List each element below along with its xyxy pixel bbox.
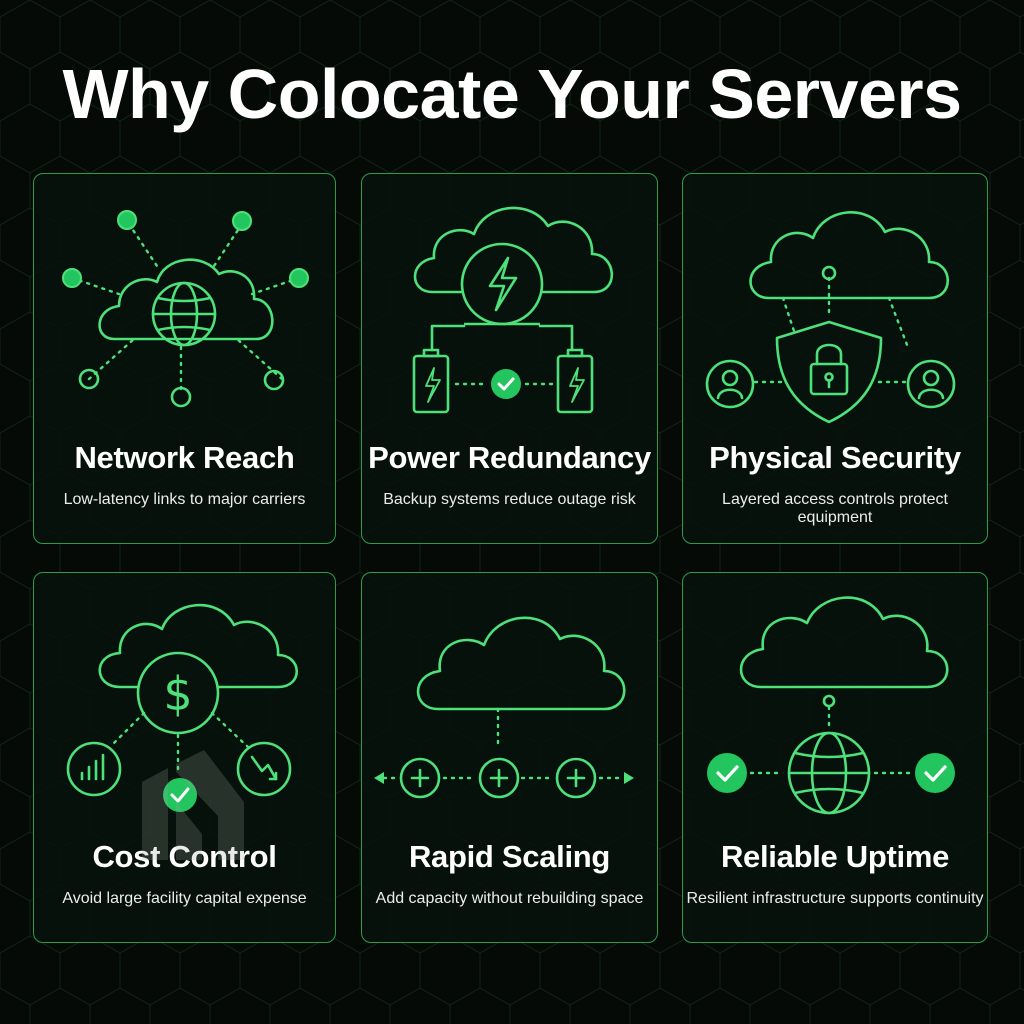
cloud-power-battery-icon xyxy=(412,206,614,414)
card-description: Add capacity without rebuilding space xyxy=(375,890,644,907)
card-network-reach: Network Reach Low-latency links to major… xyxy=(33,173,336,544)
arrow-left-icon xyxy=(374,772,384,784)
card-title: Power Redundancy xyxy=(368,440,651,475)
cloud-scaling-plus-icon xyxy=(374,616,634,799)
cloud-network-globe-icon xyxy=(62,210,309,408)
arrow-right-icon xyxy=(624,772,634,784)
card-title: Network Reach xyxy=(74,440,295,475)
card-reliable-uptime: Reliable Uptime Resilient infrastructure… xyxy=(682,572,988,943)
card-description: Resilient infrastructure supports contin… xyxy=(686,890,984,907)
card-title: Reliable Uptime xyxy=(720,839,950,874)
cloud-shield-lock-icon xyxy=(705,210,956,424)
page-title: Why Colocate Your Servers xyxy=(62,55,962,133)
card-title: Cost Control xyxy=(92,839,276,874)
dollar-sign-icon: $ xyxy=(163,667,192,721)
card-title: Rapid Scaling xyxy=(408,839,611,874)
card-title: Physical Security xyxy=(709,440,961,475)
cloud-dollar-chart-icon: $ xyxy=(66,603,299,812)
cloud-globe-check-icon xyxy=(707,596,955,815)
watermark-logo-icon xyxy=(142,750,244,860)
card-cost-control: $ Cost Control Avoid large facility capi… xyxy=(33,572,336,943)
card-power-redundancy: Power Redundancy Backup systems reduce o… xyxy=(361,173,658,544)
card-description: Low-latency links to major carriers xyxy=(63,491,306,508)
card-description: Layered access controls protect equipmen… xyxy=(722,491,948,526)
card-rapid-scaling: Rapid Scaling Add capacity without rebui… xyxy=(361,572,658,943)
card-physical-security: Physical Security Layered access control… xyxy=(682,173,988,544)
card-description: Backup systems reduce outage risk xyxy=(383,491,636,508)
card-description: Avoid large facility capital expense xyxy=(62,890,307,907)
